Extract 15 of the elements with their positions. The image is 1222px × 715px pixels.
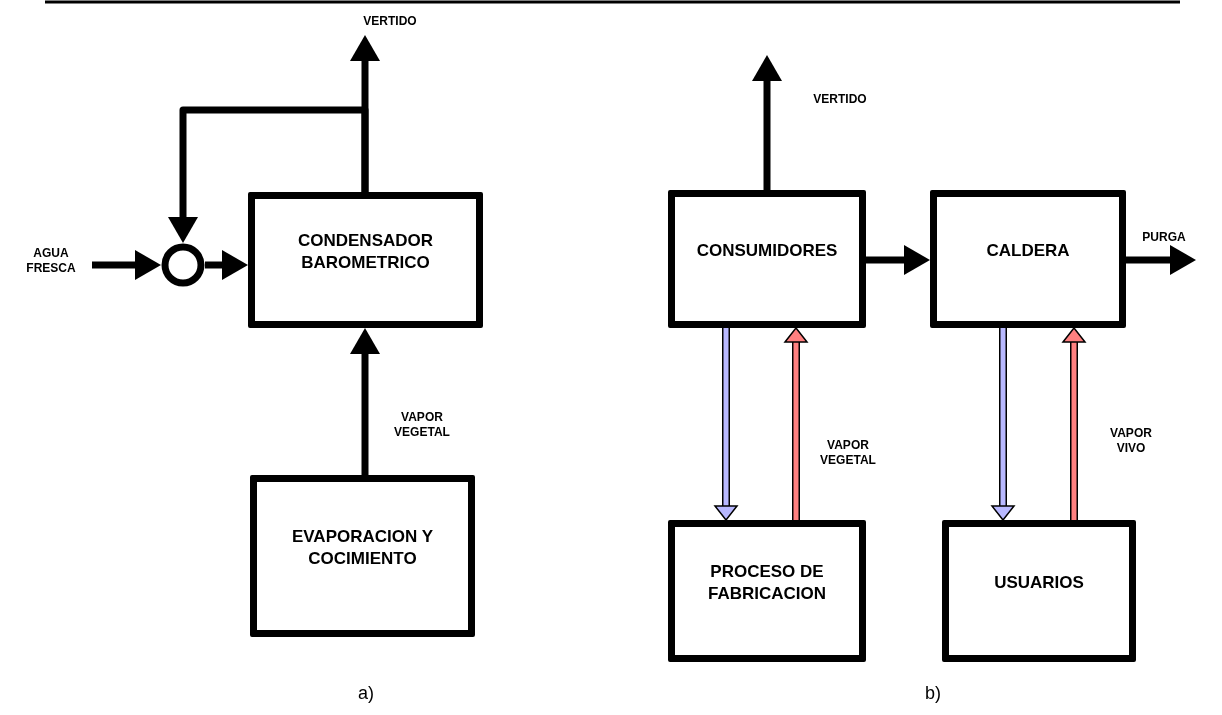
- mixer-circle: [161, 243, 205, 287]
- box-title: CONSUMIDORES: [695, 240, 839, 262]
- process-box: [930, 190, 1126, 328]
- process-box: [668, 520, 866, 662]
- panel-label: a): [358, 682, 374, 705]
- box-title: USUARIOS: [993, 572, 1085, 594]
- box-title: CALDERA: [985, 240, 1071, 262]
- process-box: [942, 520, 1136, 662]
- box-title: CONDENSADOR BAROMETRICO: [296, 230, 435, 274]
- panel-label: b): [925, 682, 941, 705]
- process-box: [668, 190, 866, 328]
- box-title: EVAPORACION Y COCIMIENTO: [290, 526, 435, 570]
- box-title: PROCESO DE FABRICACION: [706, 561, 828, 605]
- process-box: [250, 475, 475, 637]
- process-box: [248, 192, 483, 328]
